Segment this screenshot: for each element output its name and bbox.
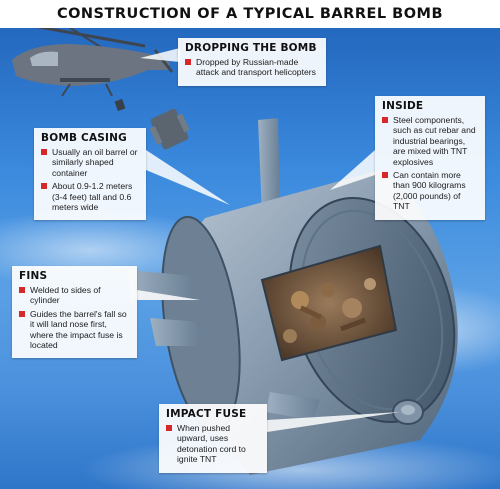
falling-barrels <box>114 98 190 150</box>
callout-point-text: When pushed upward, uses detonation cord… <box>177 423 246 465</box>
callout-point: Steel components, such as cut rebar and … <box>382 115 478 167</box>
callout-point-text: Welded to sides of cylinder <box>30 285 101 306</box>
barrel-bomb <box>128 118 458 475</box>
callout-point-text: Guides the barrel's fall so it will land… <box>30 308 127 351</box>
bullet-square-icon <box>19 310 25 317</box>
callout-point: Welded to sides of cylinder <box>19 285 130 306</box>
callout-heading: INSIDE <box>382 100 424 112</box>
callout-heading: FINS <box>19 270 48 282</box>
callout-heading: DROPPING THE BOMB <box>185 42 317 54</box>
bullet-square-icon <box>19 287 25 293</box>
callout-impact-fuse: IMPACT FUSE When pushed upward, uses det… <box>159 404 267 473</box>
callout-dropping-the-bomb: DROPPING THE BOMB Dropped by Russian-mad… <box>178 38 326 86</box>
callout-point: Usually an oil barrel or similarly shape… <box>41 147 139 178</box>
callout-point-text: About 0.9-1.2 meters (3-4 feet) tall and… <box>52 181 133 213</box>
title-bar: CONSTRUCTION OF A TYPICAL BARREL BOMB <box>0 0 500 28</box>
callout-point-text: Steel components, such as cut rebar and … <box>393 115 476 167</box>
bullet-square-icon <box>185 59 191 65</box>
callout-inside: INSIDE Steel components, such as cut reb… <box>375 96 485 220</box>
callout-point-text: Usually an oil barrel or similarly shape… <box>52 147 138 178</box>
diagram-title: CONSTRUCTION OF A TYPICAL BARREL BOMB <box>56 6 444 22</box>
callout-point-text: Can contain more than 900 kilograms (2,0… <box>393 170 466 212</box>
callout-point: Dropped by Russian-made attack and trans… <box>185 57 319 78</box>
bullet-square-icon <box>41 183 47 190</box>
callout-point: When pushed upward, uses detonation cord… <box>166 423 260 465</box>
bullet-square-icon <box>382 117 388 123</box>
bullet-square-icon <box>41 149 47 155</box>
callout-point: Guides the barrel's fall so it will land… <box>19 309 130 351</box>
callout-heading: IMPACT FUSE <box>166 408 247 420</box>
callout-point: Can contain more than 900 kilograms (2,0… <box>382 170 478 212</box>
callout-bomb-casing: BOMB CASING Usually an oil barrel or sim… <box>34 128 146 221</box>
callout-heading: BOMB CASING <box>41 132 127 144</box>
bullet-square-icon <box>382 172 388 179</box>
callout-fins: FINS Welded to sides of cylinder Guides … <box>12 266 137 359</box>
callout-point: About 0.9-1.2 meters (3-4 feet) tall and… <box>41 181 139 212</box>
bullet-square-icon <box>166 425 172 431</box>
callout-point-text: Dropped by Russian-made attack and trans… <box>196 57 316 78</box>
leader-lines <box>137 48 400 432</box>
